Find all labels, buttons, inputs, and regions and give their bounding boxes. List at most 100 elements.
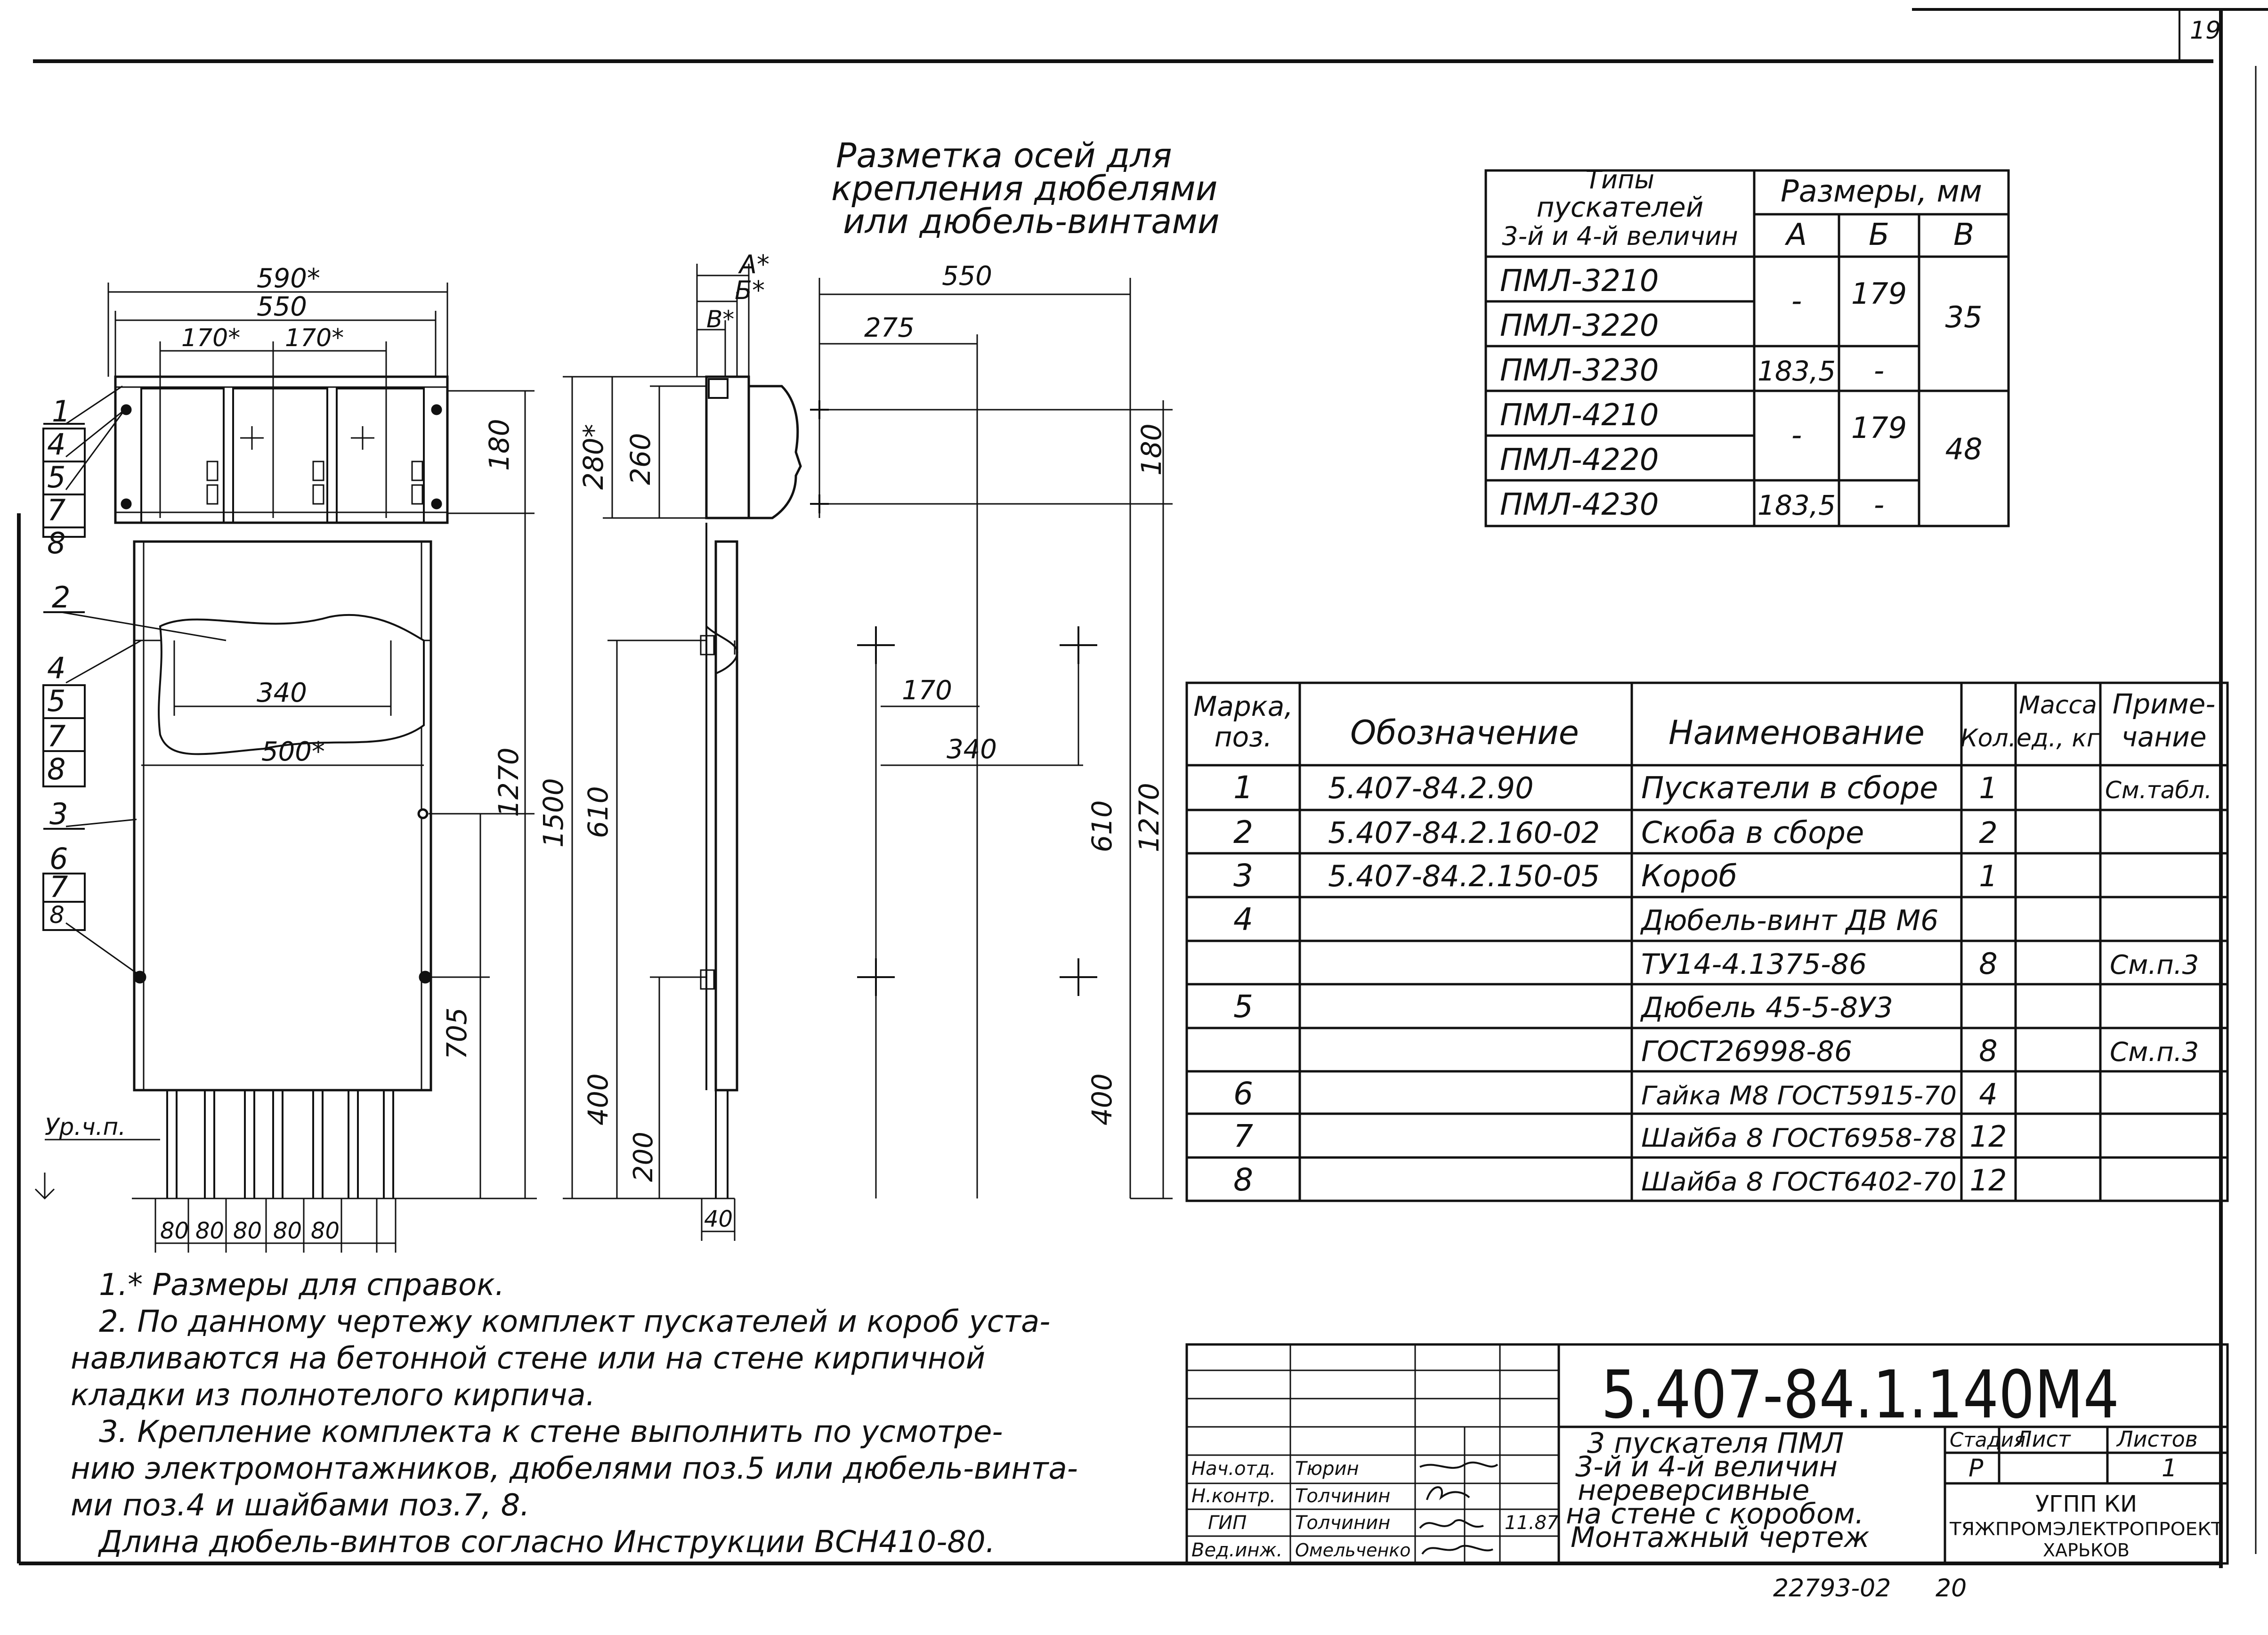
svg-text:Обозначение: Обозначение — [1350, 713, 1579, 752]
sheet-number: 19 — [2190, 16, 2221, 45]
svg-text:на стене с коробом.: на стене с коробом. — [1566, 1497, 1864, 1530]
svg-text:3: 3 — [1233, 858, 1253, 894]
svg-text:-: - — [1791, 283, 1802, 318]
svg-text:8: 8 — [49, 901, 65, 929]
signatures — [1419, 1461, 1498, 1555]
svg-text:В: В — [1953, 218, 1974, 252]
svg-text:400: 400 — [582, 1073, 614, 1125]
document-code: 5.407-84.1.140М4 — [1601, 1357, 2119, 1433]
svg-text:5: 5 — [47, 460, 65, 494]
svg-text:590*: 590* — [257, 263, 320, 294]
svg-text:Толчинин: Толчинин — [1295, 1512, 1390, 1534]
marking-dim-labels: 550 275 180 170 340 610 1270 400 — [864, 261, 1167, 1125]
svg-text:Б: Б — [1869, 218, 1889, 252]
svg-text:крепления дюбелями: крепления дюбелями — [831, 169, 1217, 208]
svg-text:Ур.ч.п.: Ур.ч.п. — [45, 1113, 126, 1141]
table-row: 1 5.407-84.2.90 Пускатели в сборе 1 См.т… — [1233, 769, 2212, 806]
type-row: ПМЛ-3210 — [1500, 264, 1659, 299]
svg-text:Шайба 8 ГОСТ6958-78: Шайба 8 ГОСТ6958-78 — [1641, 1123, 1957, 1153]
side-dim-labels: A* Б* В* 280* 260 1500 610 400 200 40 — [537, 250, 770, 1232]
svg-text:183,5: 183,5 — [1758, 489, 1836, 521]
svg-text:8: 8 — [1233, 1162, 1253, 1198]
svg-text:ГИП: ГИП — [1208, 1512, 1247, 1534]
svg-text:550: 550 — [942, 261, 992, 291]
signature-roles: Нач.отд. Тюрин Н.контр. Толчинин ГИП Тол… — [1191, 1458, 1559, 1561]
svg-text:1270: 1270 — [493, 747, 525, 817]
svg-text:1: 1 — [1233, 769, 1253, 806]
svg-text:ТУ14-4.1375-86: ТУ14-4.1375-86 — [1641, 948, 1867, 981]
svg-text:ГОСТ26998-86: ГОСТ26998-86 — [1641, 1035, 1852, 1068]
svg-text:Пускатели в сборе: Пускатели в сборе — [1641, 771, 1938, 806]
type-row: ПМЛ-3230 — [1500, 353, 1659, 388]
svg-text:7: 7 — [47, 719, 65, 753]
svg-text:7: 7 — [49, 870, 68, 904]
note-line: кладки из полнотелого кирпича. — [71, 1378, 596, 1413]
svg-text:2: 2 — [1979, 816, 1997, 850]
marking-layout — [810, 278, 1173, 1199]
svg-text:1: 1 — [2162, 1454, 2177, 1482]
svg-text:См.п.3: См.п.3 — [2110, 1037, 2199, 1068]
svg-text:3: 3 — [49, 797, 68, 831]
svg-text:200: 200 — [628, 1132, 659, 1182]
svg-text:Короб: Короб — [1641, 859, 1737, 894]
svg-text:3-й и 4-й величин: 3-й и 4-й величин — [1575, 1450, 1838, 1483]
svg-text:4: 4 — [47, 651, 65, 685]
svg-text:1: 1 — [1979, 771, 1997, 805]
svg-text:Толчинин: Толчинин — [1295, 1485, 1390, 1507]
svg-text:80: 80 — [233, 1218, 262, 1244]
svg-text:ХАРЬКОВ: ХАРЬКОВ — [2043, 1540, 2130, 1561]
svg-text:7: 7 — [47, 493, 65, 527]
svg-text:Лист: Лист — [2015, 1426, 2071, 1452]
svg-text:Дюбель-винт ДВ М6: Дюбель-винт ДВ М6 — [1640, 904, 1938, 937]
svg-text:поз.: поз. — [1215, 721, 1272, 753]
svg-text:Вед.инж.: Вед.инж. — [1191, 1539, 1282, 1561]
svg-text:Монтажный чертеж: Монтажный чертеж — [1571, 1521, 1870, 1554]
type-row: ПМЛ-3220 — [1500, 308, 1659, 343]
note-line: Длина дюбель-винтов согласно Инструкции … — [99, 1525, 996, 1560]
svg-text:Нач.отд.: Нач.отд. — [1191, 1458, 1276, 1480]
svg-text:2: 2 — [52, 580, 70, 615]
svg-text:Типы: Типы — [1586, 165, 1654, 194]
title-block: 5.407-84.1.140М4 3 пускателя ПМЛ 3-й и 4… — [1185, 1343, 2229, 1565]
note-line: 1.* Размеры для справок. — [99, 1268, 505, 1303]
svg-text:Омельченко: Омельченко — [1295, 1540, 1411, 1561]
svg-text:Дюбель 45-5-8У3: Дюбель 45-5-8У3 — [1640, 991, 1893, 1024]
svg-text:179: 179 — [1851, 276, 1907, 311]
svg-text:260: 260 — [624, 433, 656, 485]
svg-text:340: 340 — [257, 678, 307, 708]
svg-text:5.407-84.2.150-05: 5.407-84.2.150-05 — [1328, 859, 1600, 893]
svg-text:4: 4 — [47, 427, 65, 461]
svg-text:610: 610 — [582, 786, 614, 838]
table-row: 5 Дюбель 45-5-8У3 — [1233, 988, 1893, 1025]
svg-text:8: 8 — [1979, 1034, 1997, 1068]
svg-text:80: 80 — [273, 1218, 302, 1244]
table-row: 3 5.407-84.2.150-05 Короб 1 — [1233, 858, 1998, 894]
svg-text:12: 12 — [1970, 1163, 2007, 1198]
svg-text:Масса: Масса — [2019, 691, 2097, 720]
svg-text:1: 1 — [52, 394, 70, 429]
svg-text:5: 5 — [47, 684, 65, 718]
svg-text:Кол.: Кол. — [1960, 724, 2017, 753]
spec-table: Марка, поз. Обозначение Наименование Кол… — [1185, 681, 2229, 1202]
svg-text:48: 48 — [1945, 432, 1983, 466]
svg-text:5.407-84.2.160-02: 5.407-84.2.160-02 — [1328, 816, 1600, 850]
svg-text:1: 1 — [1979, 859, 1997, 893]
front-dim-labels: 590* 550 170* 170* 180 1270 705 340 500*… — [45, 263, 525, 1244]
svg-text:нереверсивные: нереверсивные — [1578, 1474, 1809, 1507]
svg-text:Шайба 8 ГОСТ6402-70: Шайба 8 ГОСТ6402-70 — [1641, 1167, 1957, 1197]
svg-text:Тюрин: Тюрин — [1295, 1458, 1359, 1480]
svg-text:500*: 500* — [261, 737, 325, 767]
svg-text:Наименование: Наименование — [1669, 713, 1925, 752]
note-line: нию электромонтажников, дюбелями поз.5 и… — [71, 1451, 1078, 1486]
svg-text:A*: A* — [738, 250, 770, 279]
svg-text:3 пускателя ПМЛ: 3 пускателя ПМЛ — [1587, 1427, 1844, 1460]
svg-text:-: - — [1874, 353, 1884, 388]
table-row: 2 5.407-84.2.160-02 Скоба в сборе 2 — [1233, 814, 1998, 850]
table-row: 6 Гайка М8 ГОСТ5915-70 4 — [1233, 1076, 1998, 1112]
table-row: 4 Дюбель-винт ДВ М6 — [1233, 901, 1938, 938]
svg-text:Разметка осей для: Разметка осей для — [836, 136, 1172, 175]
svg-text:40: 40 — [704, 1206, 733, 1232]
svg-text:4: 4 — [1233, 901, 1253, 938]
svg-text:1270: 1270 — [1133, 783, 1165, 852]
svg-text:УГПП КИ: УГПП КИ — [2035, 1491, 2137, 1517]
